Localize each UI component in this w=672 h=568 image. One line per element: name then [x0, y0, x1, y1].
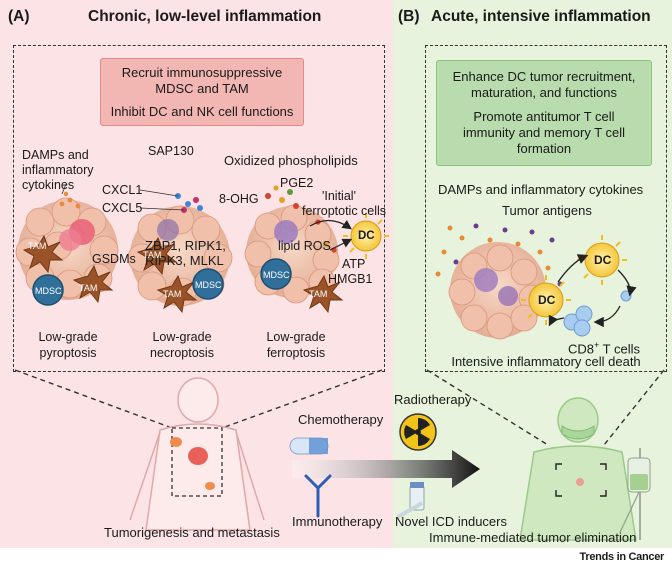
cd8-t-cells-label: CD8+ T cells [568, 338, 640, 356]
pyro-caption-1: Low-grade [38, 330, 98, 344]
journal-footer: Trends in Cancer [579, 551, 665, 563]
panel-b-tumor [448, 242, 546, 340]
chemotherapy-label: Chemotherapy [298, 412, 384, 427]
dc-cell-a [343, 213, 389, 259]
tumor-antigens-label: Tumor antigens [502, 203, 592, 218]
panel-b-box-line3: Promote antitumor T cell [473, 109, 615, 124]
mdsc-label-2: MDSC [195, 280, 222, 290]
ferro-signal-dots [265, 185, 337, 253]
panel-b-box-line5: formation [516, 141, 572, 156]
mdsc-label-1: MDSC [35, 286, 62, 296]
immunotherapy-label: Immunotherapy [292, 514, 383, 529]
panel-b-title: Acute, intensive inflammation [431, 8, 651, 25]
dc-label-b-upper: DC [594, 253, 612, 267]
pill-icon [289, 437, 329, 455]
ferroptotic-cells-label: ferroptotic cells [302, 204, 387, 218]
necro-caption-1: Low-grade [152, 330, 212, 344]
pyro-inflammatory-label: inflammatory [22, 163, 94, 177]
pyro-cytokines-label: cytokines [22, 178, 75, 192]
pyro-caption-2: pyroptosis [39, 346, 97, 360]
cxcl1-label: CXCL1 [102, 183, 143, 197]
panel-b-damps-label: DAMPs and inflammatory cytokines [438, 182, 644, 197]
tam-label-1: TAM [28, 241, 47, 251]
hmgb1-label: HMGB1 [328, 272, 373, 286]
t-cells-text: T cells [599, 341, 640, 357]
radiation-icon [399, 413, 437, 451]
tumor-site-box [171, 427, 223, 497]
radiotherapy-label: Radiotherapy [394, 392, 472, 407]
panel-b-frame [425, 45, 667, 372]
ferro-caption-1: Low-grade [266, 330, 326, 344]
dc-label-a: DC [358, 230, 375, 242]
panel-b-box-line4: immunity and memory T cell [462, 125, 626, 140]
panel-a-box-line2: MDSC and TAM [155, 81, 249, 96]
atp-label: ATP [342, 257, 366, 271]
tam-label-4: TAM [163, 289, 182, 299]
patient-figure-b [519, 397, 637, 541]
panel-a-tag: (A) [8, 8, 30, 25]
ferro-caption-2: ferroptosis [266, 346, 326, 360]
tam-label-5: TAM [309, 289, 328, 299]
pge2-label: PGE2 [280, 176, 314, 190]
cd8-t-cells [563, 290, 632, 337]
intensive-death-label: Intensive inflammatory cell death [451, 354, 641, 369]
zoom-lines-b [426, 369, 665, 446]
cd8-text: CD8 [568, 341, 595, 357]
panel-b-box-line2: maturation, and functions [471, 85, 617, 100]
antibody-icon [304, 474, 332, 518]
tumorigenesis-caption: Tumorigenesis and metastasis [104, 525, 280, 540]
dc-cell-b-main [521, 275, 571, 325]
cd8-sup: + [594, 340, 600, 350]
tam-label-2: TAM [79, 283, 98, 293]
initial-label: 'Initial' [322, 189, 356, 203]
iv-bag-icon [619, 448, 651, 540]
dc-label-b-main: DC [538, 293, 556, 307]
cxcl5-label: CXCL5 [102, 201, 143, 215]
ripk3-label: RIPK3, MLKL [145, 253, 224, 268]
mdsc-label-3: MDSC [263, 270, 290, 280]
tumor-elimination-caption: Immune-mediated tumor elimination [429, 530, 637, 545]
panel-b-damp-dots [435, 223, 563, 287]
necro-caption-2: necroptosis [150, 346, 214, 360]
tam-cells [22, 234, 344, 314]
pyro-damps-label: DAMPs and [22, 148, 89, 162]
panel-a-frame [13, 45, 385, 372]
mdsc-cells [32, 258, 292, 306]
panel-a-box-line3: Inhibit DC and NK cell functions [110, 104, 294, 119]
lipid-ros-label: lipid ROS [278, 239, 331, 253]
8ohg-label: 8-OHG [219, 192, 259, 206]
sap130-label: SAP130 [148, 144, 194, 158]
big-arrow [292, 450, 480, 488]
gsdm-label: GSDMs [92, 252, 136, 266]
panel-b-box-line1: Enhance DC tumor recruitment, [452, 69, 636, 84]
panel-b-tag: (B) [398, 8, 420, 25]
panel-a-box-line1: Recruit immunosuppressive [121, 65, 283, 80]
pyro-damp-dots [59, 191, 81, 209]
zbp1-label: ZBP1, RIPK1, [145, 238, 226, 253]
tumor-site-b [555, 463, 607, 497]
panel-a-title: Chronic, low-level inflammation [88, 8, 322, 25]
icd-inducers-label: Novel ICD inducers [395, 514, 507, 529]
panel-b-effect-box: Enhance DC tumor recruitment, maturation… [436, 60, 652, 166]
oxidized-phospholipids-label: Oxidized phospholipids [224, 153, 358, 168]
primary-tumor [188, 447, 208, 465]
panel-a-effect-box: Recruit immunosuppressive MDSC and TAM I… [100, 58, 304, 126]
zoom-lines-a [14, 369, 383, 429]
tam-label-3: TAM [143, 250, 162, 260]
